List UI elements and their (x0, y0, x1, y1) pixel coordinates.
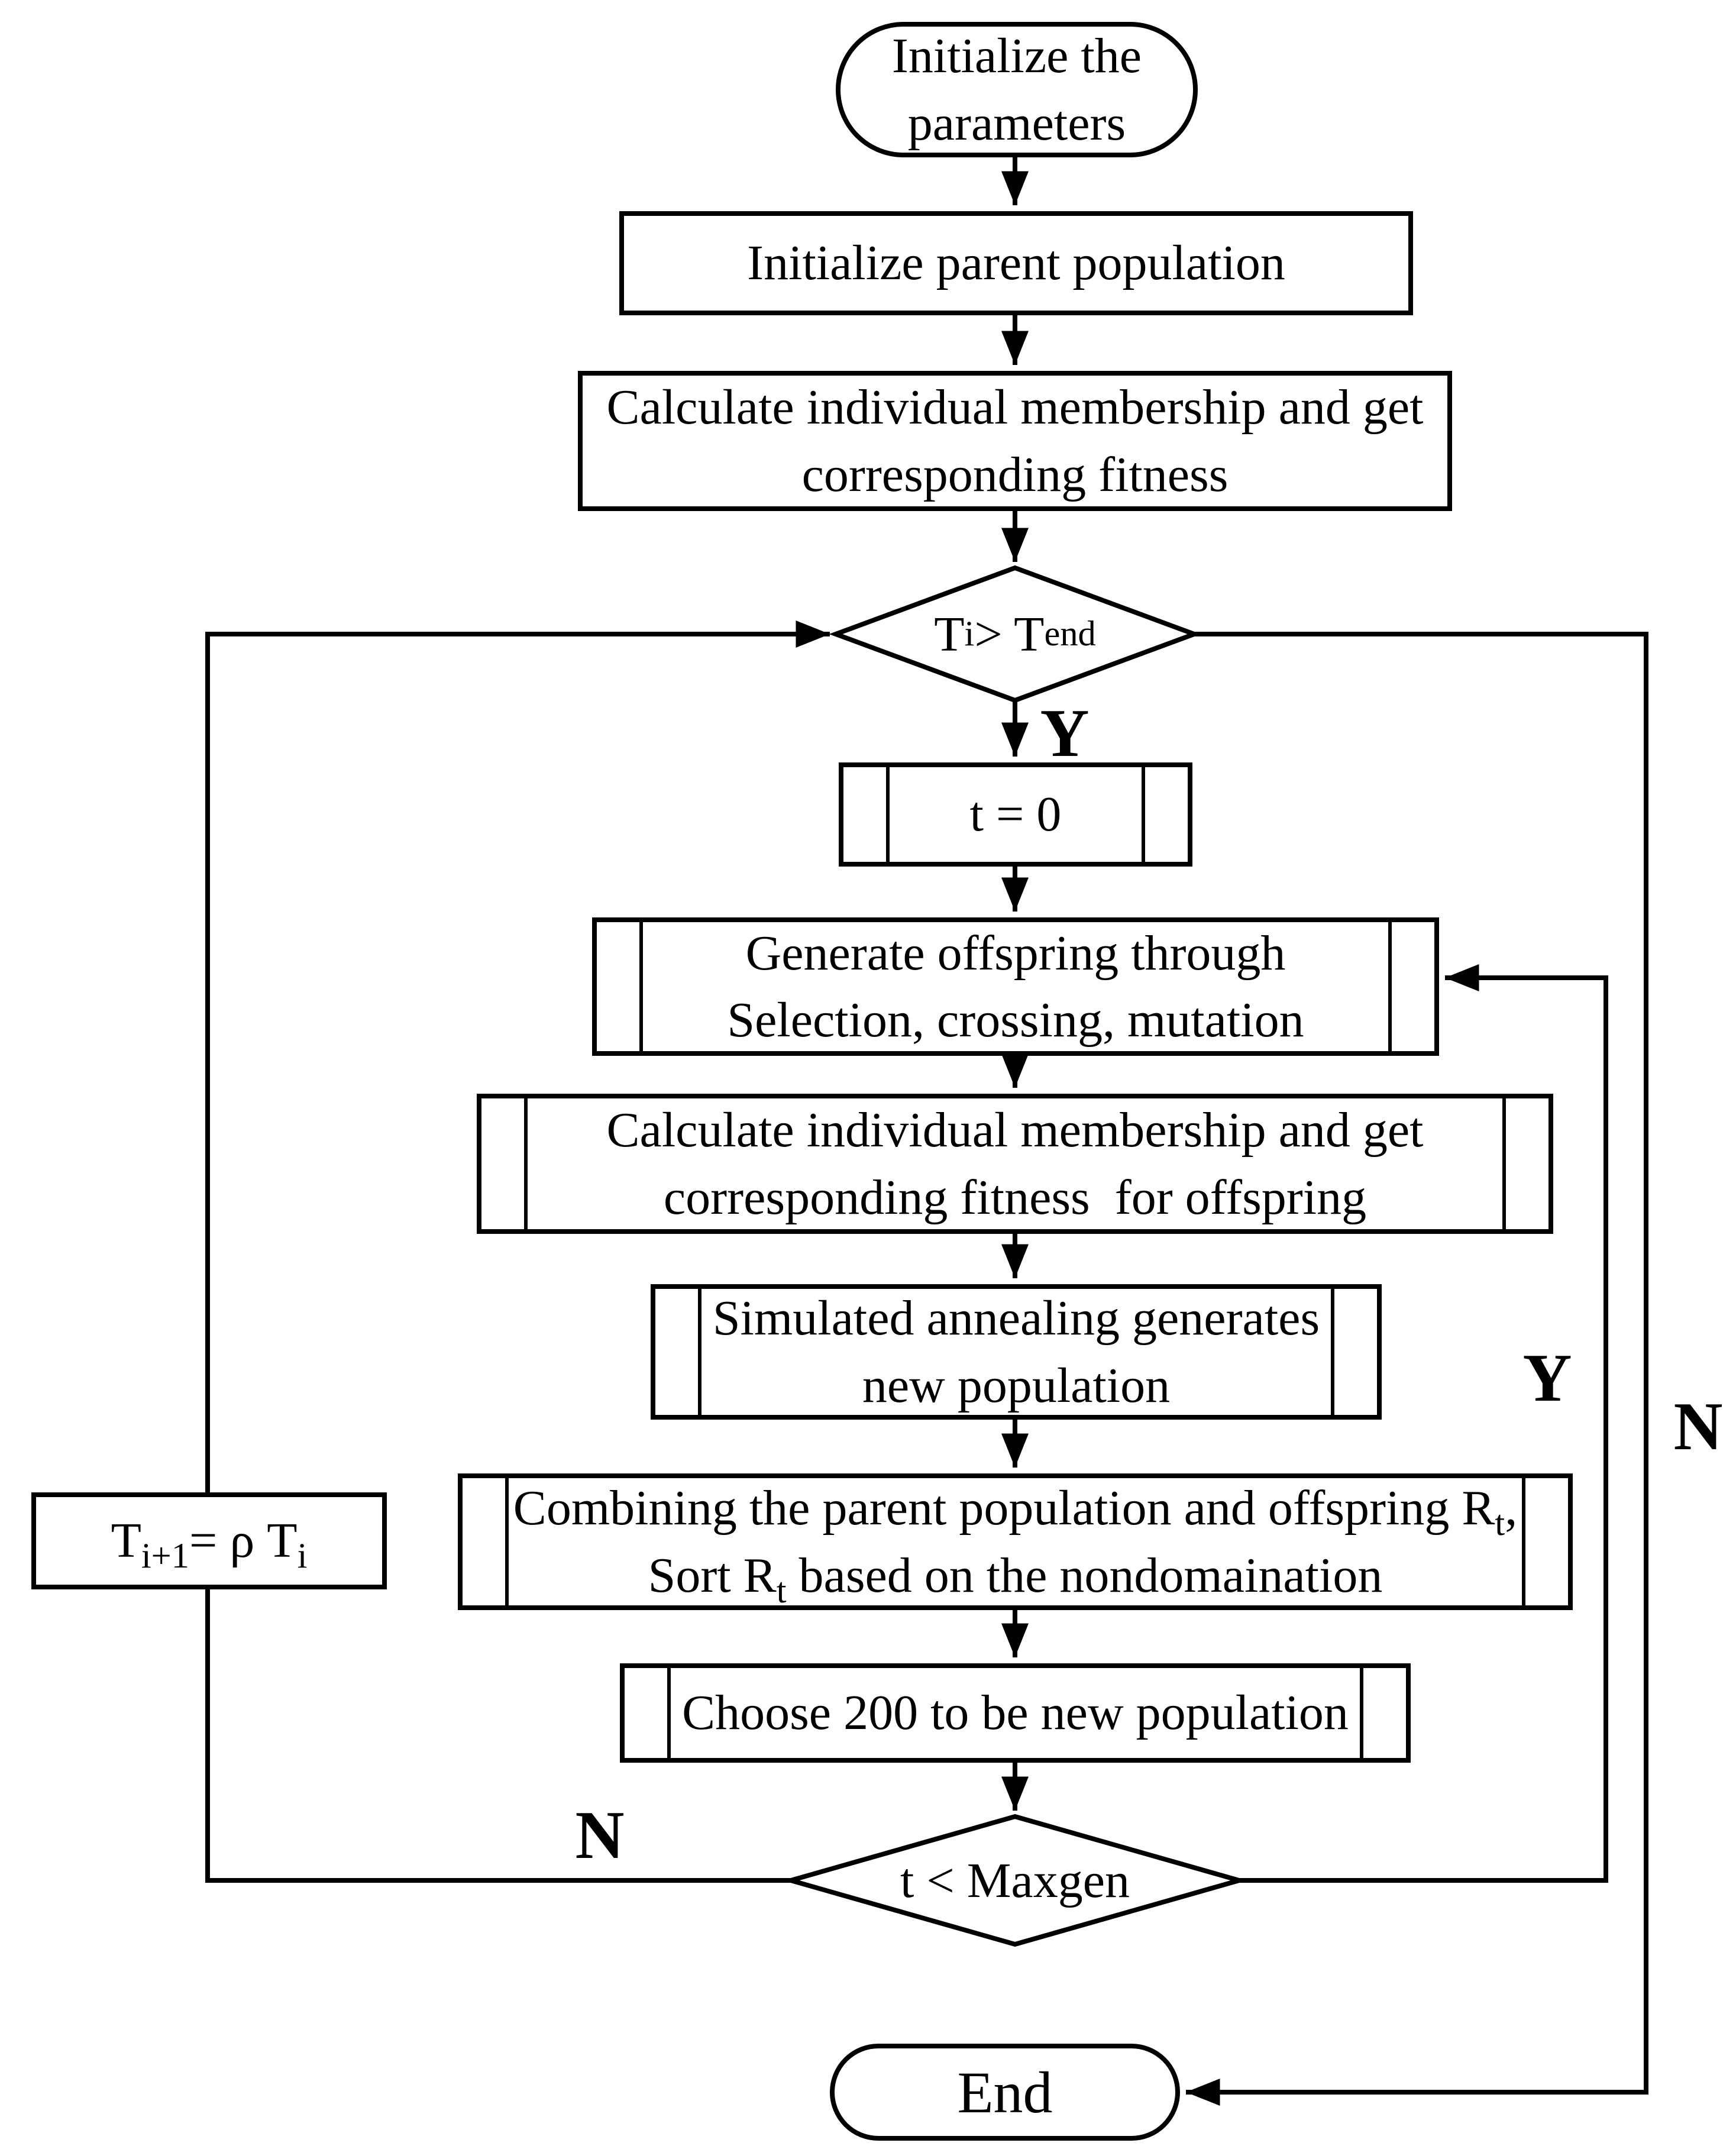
predefined-bar-left (524, 1098, 528, 1229)
generation-decision-label: t < Maxgen (900, 1853, 1130, 1908)
predefined-bar-right (1360, 1668, 1363, 1758)
node-generate-offspring: Generate offspring through Selection, cr… (592, 917, 1439, 1056)
annealing-line1: Simulated annealing generates (712, 1291, 1320, 1346)
label-temp-no: N (1673, 1389, 1723, 1464)
node-simulated-annealing: Simulated annealing generates new popula… (651, 1284, 1382, 1420)
edge-temp-check-no-to-end (1186, 632, 1648, 2106)
generate-offspring-line2: Selection, crossing, mutation (727, 993, 1304, 1048)
predefined-bar-left (698, 1289, 701, 1415)
predefined-bar-right (1502, 1098, 1506, 1229)
predefined-bar-left (667, 1668, 671, 1758)
cooling-label: Ti+1= ρ Ti (111, 1507, 308, 1574)
predefined-bar-right (1142, 767, 1145, 862)
t-zero-label: t = 0 (969, 787, 1062, 842)
cooling-text2: = ρ T (189, 1513, 298, 1569)
init-parent-label: Initialize parent population (747, 235, 1285, 291)
generate-offspring-line1: Generate offspring through (745, 925, 1286, 981)
annealing-line2: new population (862, 1358, 1171, 1413)
node-cooling-update: Ti+1= ρ Ti (31, 1492, 387, 1589)
start-label-line1: Initialize the (891, 28, 1142, 84)
combine-text: Combining the parent population and offs… (513, 1481, 1495, 1536)
cooling-sub-i: i (297, 1536, 308, 1576)
predefined-bar-right (1331, 1289, 1334, 1415)
predefined-bar-left (505, 1478, 509, 1605)
cooling-text: T (111, 1513, 141, 1569)
node-calculate-membership-offspring: Calculate individual membership and get … (477, 1094, 1553, 1234)
node-initialize-parent-population: Initialize parent population (619, 211, 1413, 315)
node-calculate-membership: Calculate individual membership and get … (578, 371, 1452, 511)
temp-check-text: T (934, 606, 965, 662)
node-end-terminator: End (830, 2044, 1180, 2141)
calc-offspring-line2: corresponding fitness for offspring (663, 1169, 1367, 1225)
predefined-bar-right (1522, 1478, 1525, 1605)
node-choose-population: Choose 200 to be new population (620, 1663, 1411, 1763)
temp-check-text2: > T (974, 606, 1045, 662)
label-temp-yes: Y (1040, 696, 1090, 771)
edge-gen-check-yes-loop (1239, 964, 1608, 1883)
node-combine-sort: Combining the parent population and offs… (458, 1473, 1573, 1610)
combine-sort-line1: Combining the parent population and offs… (513, 1475, 1517, 1541)
node-t-zero: t = 0 (839, 762, 1192, 867)
edge-gen-check-no-cooling-loop (205, 620, 830, 1883)
choose-population-label: Choose 200 to be new population (682, 1685, 1349, 1741)
calc-membership-line1: Calculate individual membership and get (606, 380, 1424, 435)
sort-text: Sort R (648, 1547, 777, 1603)
label-gen-no: N (575, 1798, 625, 1873)
calc-offspring-line1: Calculate individual membership and get (606, 1103, 1424, 1158)
sort-sub-t: t (776, 1570, 787, 1611)
combine-sort-line2: Sort Rt based on the nondomaination (648, 1542, 1383, 1609)
combine-comma: , (1505, 1481, 1518, 1536)
temperature-decision-diamond (829, 565, 1201, 703)
predefined-bar-right (1388, 922, 1392, 1051)
end-label: End (957, 2059, 1053, 2125)
predefined-bar-left (639, 922, 643, 1051)
generation-decision-diamond (782, 1814, 1248, 1947)
label-gen-yes: Y (1522, 1340, 1572, 1415)
cooling-sub-i1: i+1 (141, 1536, 190, 1576)
node-start-terminator: Initialize the parameters (836, 22, 1198, 157)
calc-membership-line2: corresponding fitness (801, 447, 1229, 502)
combine-sub-t: t (1495, 1503, 1505, 1543)
predefined-bar-left (886, 767, 890, 862)
sort-text2: based on the nondomaination (786, 1547, 1383, 1603)
start-label-line2: parameters (907, 95, 1126, 151)
